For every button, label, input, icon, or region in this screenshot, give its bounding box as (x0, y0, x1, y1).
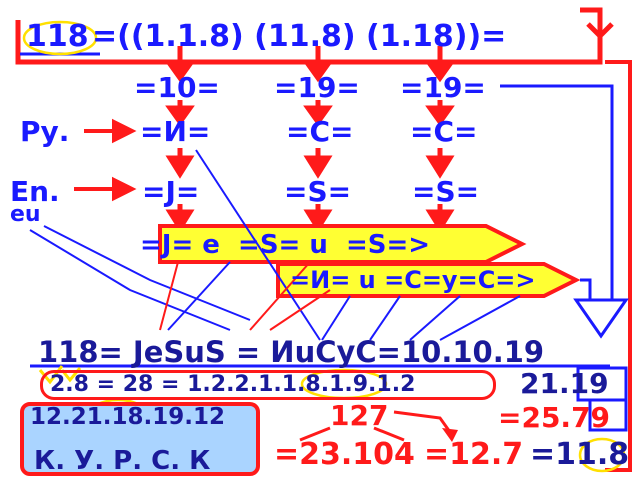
box-25-79 (588, 398, 628, 432)
arrow-127-right (393, 410, 452, 433)
label-en: En. (10, 175, 60, 208)
arrow-127-bottom (373, 426, 405, 442)
banner-arrow-2 (276, 262, 581, 298)
arrows-row2-row3 (165, 100, 455, 127)
blue-diagonals (29, 149, 521, 341)
banner2-text: =И= u =С=у=С=> (290, 266, 536, 294)
arrows-row1-row2 (165, 46, 455, 83)
row4-c1: =J= (142, 175, 200, 208)
number-127: 127 (330, 399, 389, 432)
side-arrows (74, 118, 137, 202)
blue-long-connector (500, 84, 614, 300)
side-value-25-79: =25.79 (498, 401, 611, 434)
right-red-bracket (605, 60, 632, 472)
eq2-text: 2.8 = 28 = 1.2.2.1.1.8.1.9.1.2 (50, 372, 416, 397)
row3-c3: =С= (410, 115, 478, 148)
red-corner-arrow-icon (580, 7, 614, 40)
main-equation: 118= JeSuS = ИuCyC=10.10.19 (38, 335, 545, 369)
panel-bottom-letters: К. У. Р. С. К (34, 446, 211, 476)
blue-big-down-arrow (573, 298, 629, 339)
blue-banner-connector (580, 278, 592, 300)
arrow-127-left (299, 426, 331, 442)
row2-c2: =19= (274, 71, 360, 104)
row4-c2: =S= (284, 175, 352, 208)
cipher-panel (20, 402, 260, 476)
eq3-part1: =23.104 (274, 437, 415, 472)
arrows-row3-row4 (165, 148, 455, 179)
red-diagonals (159, 261, 331, 331)
banner1-text: =J= e =S= u =S=> (140, 230, 431, 260)
row1-lead: 118 (26, 19, 89, 54)
row1-expression: =((1.1.8) (11.8) (1.18))= (92, 19, 507, 54)
arrow-127-right-head (442, 428, 458, 442)
arrows-row4-banner (165, 204, 455, 233)
row3-c1: =И= (140, 115, 211, 148)
panel-top-numbers: 12.21.18.19.12 (30, 404, 225, 430)
eq2-box (40, 370, 496, 400)
label-ru: Ру. (20, 115, 70, 148)
row2-c1: =10= (134, 71, 220, 104)
row4-c3: =S= (412, 175, 480, 208)
row3-c2: =С= (286, 115, 354, 148)
label-eu: eu (10, 202, 41, 227)
eq3-part2: =12.7 (424, 437, 524, 472)
eq3-part3: =11.8 (530, 437, 630, 472)
row2-c3: =19= (400, 71, 486, 104)
side-value-21-19: 21.19 (520, 367, 609, 400)
